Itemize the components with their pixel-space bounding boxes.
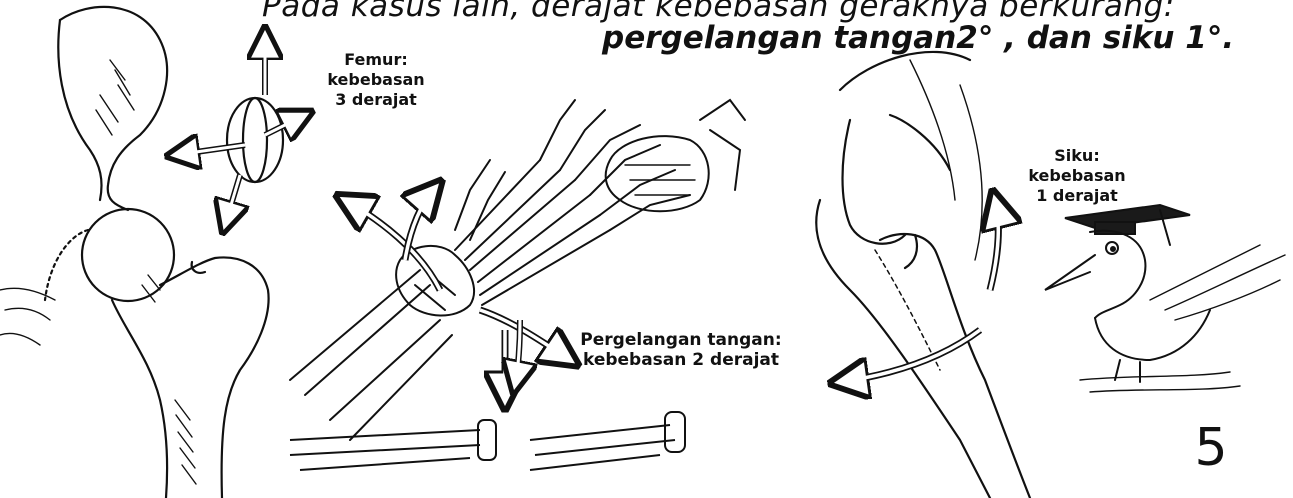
elbow-label-line2: kebebasan [1022,166,1132,186]
page-number: 5 [1176,418,1246,478]
wrist-motion-arrows [345,188,570,400]
wrist-label-title: Pergelangan tangan: [562,330,800,350]
femur-label: Femur: kebebasan 3 derajat [316,50,436,110]
wrist-label-line2: kebebasan 2 derajat [562,350,800,370]
femur-label-title: Femur: [316,50,436,70]
caption-line-2: pergelangan tangan2° , dan siku 1°. [602,20,1162,56]
wrist-hand-skeleton-illustration [290,100,745,440]
elbow-joint-illustration [816,52,1030,498]
elbow-label-line3: 1 derajat [1022,186,1132,206]
bird-with-mortarboard-illustration [1045,205,1285,392]
femur-label-line3: 3 derajat [316,90,436,110]
elbow-label: Siku: kebebasan 1 derajat [1022,146,1132,206]
femur-label-line2: kebebasan [316,70,436,90]
femur-rotation-arrows [175,35,305,225]
elbow-label-title: Siku: [1022,146,1132,166]
femur-bone-illustration [0,7,269,498]
wrist-label: Pergelangan tangan: kebebasan 2 derajat [562,330,800,370]
hinge-joint-models [290,412,685,470]
